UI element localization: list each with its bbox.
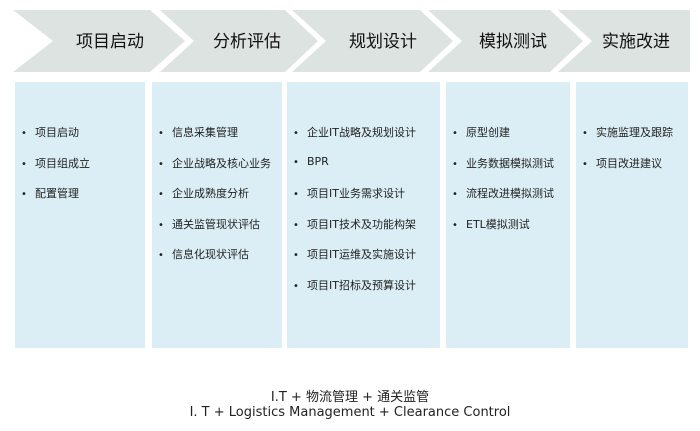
list-item: 通关监管现状评估 [158,216,271,247]
footer-english: I. T + Logistics Management + Clearance … [189,405,511,420]
list-item: 企业战略及核心业务 [158,155,271,186]
list-item: 配置管理 [21,185,90,216]
chevron-2 [160,10,318,72]
list-item: 信息化现状评估 [158,246,271,277]
footer-chinese: I.T + 物流管理 + 通关监管 [270,390,430,405]
stage-title-3: 规划设计 [349,32,417,52]
stage-title-2: 分析评估 [213,32,281,52]
list-item: 原型创建 [452,124,554,155]
stage-box-5: 实施监理及跟踪 项目改进建议 [576,82,688,348]
chevron-4 [428,10,583,72]
list-item: 项目IT业务需求设计 [293,185,416,216]
stage-title-4: 模拟测试 [479,32,547,52]
chevron-1 [13,10,185,72]
chevron-3 [292,10,453,72]
process-chevrons [13,10,690,72]
stage-box-3: 企业IT战略及规划设计 BPR 项目IT业务需求设计 项目IT技术及功能构架 项… [287,82,440,348]
list-item: BPR [293,155,416,186]
stage-title-1: 项目启动 [76,32,144,52]
list-item: 流程改进模拟测试 [452,185,554,216]
stage-box-1: 项目启动 项目组成立 配置管理 [15,82,145,348]
list-item: 项目改进建议 [582,155,673,186]
stage-box-2: 信息采集管理 企业战略及核心业务 企业成熟度分析 通关监管现状评估 信息化现状评… [152,82,282,348]
list-item: ETL模拟测试 [452,216,554,247]
list-item: 项目组成立 [21,155,90,186]
list-item: 项目IT技术及功能构架 [293,216,416,247]
list-item: 业务数据模拟测试 [452,155,554,186]
stage-title-5: 实施改进 [602,32,670,52]
list-item: 项目IT运维及实施设计 [293,246,416,277]
chevron-5 [558,10,690,72]
list-item: 实施监理及跟踪 [582,124,673,155]
list-item: 项目启动 [21,124,90,155]
list-item: 项目IT招标及预算设计 [293,277,416,308]
list-item: 企业成熟度分析 [158,185,271,216]
stage-box-4: 原型创建 业务数据模拟测试 流程改进模拟测试 ETL模拟测试 [446,82,570,348]
list-item: 信息采集管理 [158,124,271,155]
list-item: 企业IT战略及规划设计 [293,124,416,155]
